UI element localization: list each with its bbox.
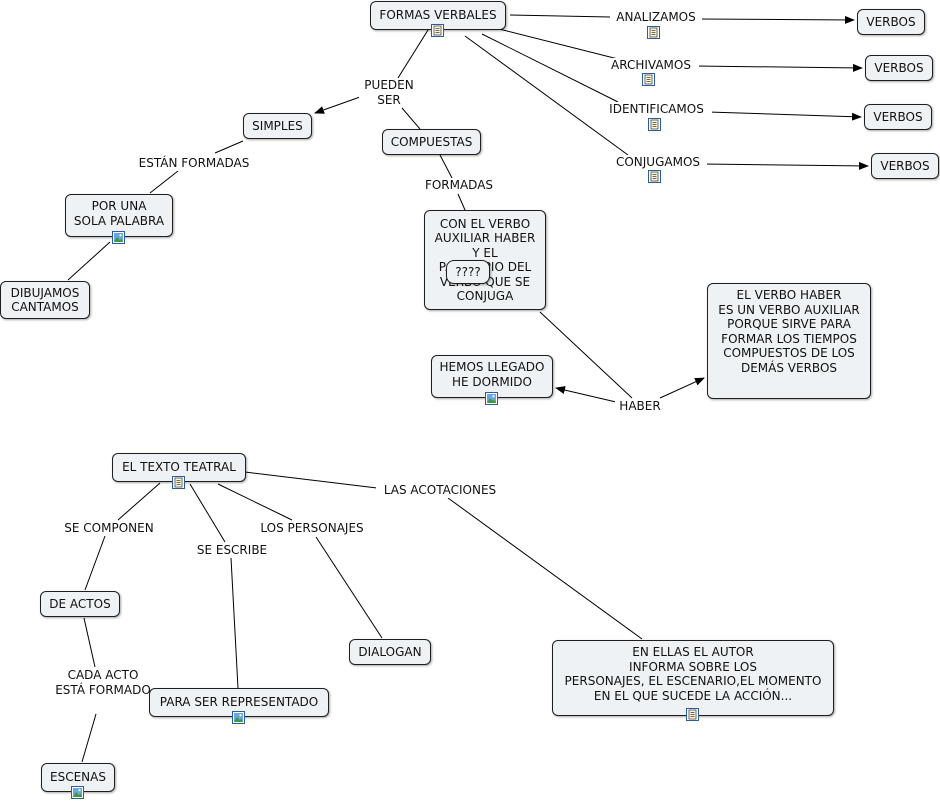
label-pueden-ser: PUEDEN SER xyxy=(359,78,419,107)
document-icon[interactable] xyxy=(686,708,699,721)
link-formadas-conelverbo xyxy=(457,193,466,211)
node-question-marks[interactable]: ???? xyxy=(446,260,490,284)
node-por-una-sola-palabra-text: POR UNA SOLA PALABRA xyxy=(73,199,165,228)
document-icon[interactable] xyxy=(172,476,185,489)
label-se-componen: SE COMPONEN xyxy=(59,521,159,536)
node-escenas-text: ESCENAS xyxy=(50,770,106,785)
document-icon[interactable] xyxy=(431,24,444,37)
link-cadaacto-escenas xyxy=(81,713,97,763)
node-simples-text: SIMPLES xyxy=(252,118,303,133)
link-porunasola-dibujamos xyxy=(67,241,111,281)
node-el-texto-teatral-text: EL TEXTO TEATRAL xyxy=(122,460,236,475)
link-formas-analizamos xyxy=(509,14,611,18)
link-formas-pueden xyxy=(397,29,429,79)
node-dibujamos-cantamos[interactable]: DIBUJAMOS CANTAMOS xyxy=(0,281,90,319)
link-deactos-cadaacto xyxy=(83,617,96,668)
link-haber-elverbohaber xyxy=(659,377,705,399)
label-identificamos: IDENTIFICAMOS xyxy=(601,102,712,117)
node-formas-verbales-text: FORMAS VERBALES xyxy=(379,8,497,23)
link-personajes-dialogan xyxy=(315,536,383,639)
link-conjugamos-verbos4 xyxy=(702,161,869,170)
node-simples[interactable]: SIMPLES xyxy=(243,113,312,139)
link-pueden-compuestas xyxy=(401,107,421,130)
label-conjugamos: CONJUGAMOS xyxy=(609,155,707,170)
label-se-escribe: SE ESCRIBE xyxy=(189,543,275,558)
image-icon[interactable] xyxy=(71,786,84,799)
node-dibujamos-cantamos-text: DIBUJAMOS CANTAMOS xyxy=(10,285,80,315)
node-de-actos[interactable]: DE ACTOS xyxy=(40,591,120,617)
link-estan-porunasola xyxy=(149,170,179,194)
node-verbos-3-text: VERBOS xyxy=(873,109,923,124)
link-pueden-simples xyxy=(314,96,361,114)
link-identificamos-verbos3 xyxy=(707,111,862,121)
label-haber: HABER xyxy=(615,399,665,414)
link-teatral-personajes xyxy=(217,483,293,521)
node-compuestas-text: COMPUESTAS xyxy=(390,134,473,149)
document-icon[interactable] xyxy=(648,118,661,131)
node-verbos-4[interactable]: VERBOS xyxy=(871,153,939,179)
label-los-personajes: LOS PERSONAJES xyxy=(253,521,371,536)
node-dialogan-text: DIALOGAN xyxy=(358,644,422,659)
link-formas-identificamos xyxy=(481,33,619,103)
link-formas-archivamos xyxy=(494,27,619,60)
node-en-ellas-el-autor[interactable]: EN ELLAS EL AUTOR INFORMA SOBRE LOS PERS… xyxy=(552,640,834,716)
node-verbos-2[interactable]: VERBOS xyxy=(865,55,933,81)
link-acotaciones-enellas xyxy=(447,497,643,640)
link-secomponen-deactos xyxy=(84,535,106,591)
image-icon[interactable] xyxy=(112,231,125,244)
link-analizamos-verbos1 xyxy=(697,15,855,24)
link-haber-hemos xyxy=(555,386,617,403)
node-hemos-llegado[interactable]: HEMOS LLEGADO HE DORMIDO xyxy=(431,355,553,398)
node-verbos-2-text: VERBOS xyxy=(874,60,924,75)
node-verbos-4-text: VERBOS xyxy=(880,158,930,173)
node-dialogan[interactable]: DIALOGAN xyxy=(349,639,431,665)
link-teatral-secomponen xyxy=(117,482,161,521)
label-formadas: FORMADAS xyxy=(420,178,498,193)
node-verbos-1-text: VERBOS xyxy=(866,14,916,29)
link-seescribe-paraser xyxy=(230,557,239,689)
node-de-actos-text: DE ACTOS xyxy=(49,596,111,611)
link-compuestas-formadas xyxy=(439,154,453,179)
node-verbos-1[interactable]: VERBOS xyxy=(857,9,925,35)
node-para-ser-representado-text: PARA SER REPRESENTADO xyxy=(159,695,319,710)
link-formas-conjugamos xyxy=(464,35,629,156)
label-archivamos: ARCHIVAMOS xyxy=(603,58,699,73)
link-conelverbo-haber xyxy=(539,311,633,399)
label-estan-formadas: ESTÁN FORMADAS xyxy=(133,156,255,171)
node-hemos-llegado-text: HEMOS LLEGADO HE DORMIDO xyxy=(439,360,545,389)
label-cada-acto: CADA ACTO ESTÁ FORMADO xyxy=(49,668,157,697)
node-en-ellas-el-autor-text: EN ELLAS EL AUTOR INFORMA SOBRE LOS PERS… xyxy=(564,645,822,703)
document-icon[interactable] xyxy=(648,170,661,183)
label-analizamos: ANALIZAMOS xyxy=(610,10,702,25)
label-las-acotaciones: LAS ACOTACIONES xyxy=(376,483,504,498)
node-compuestas[interactable]: COMPUESTAS xyxy=(382,129,481,155)
document-icon[interactable] xyxy=(647,26,660,39)
link-teatral-seescribe xyxy=(189,483,226,543)
node-el-verbo-haber[interactable]: EL VERBO HABER ES UN VERBO AUXILIAR PORQ… xyxy=(707,283,871,399)
node-question-marks-text: ???? xyxy=(455,264,481,279)
node-verbos-3[interactable]: VERBOS xyxy=(864,104,932,130)
link-simples-estan xyxy=(214,140,244,154)
link-teatral-acotaciones xyxy=(244,471,378,489)
document-icon[interactable] xyxy=(642,73,655,86)
node-el-verbo-haber-text: EL VERBO HABER ES UN VERBO AUXILIAR PORQ… xyxy=(718,288,860,375)
node-por-una-sola-palabra[interactable]: POR UNA SOLA PALABRA xyxy=(65,194,173,237)
image-icon[interactable] xyxy=(485,392,498,405)
link-archivamos-verbos2 xyxy=(694,63,863,72)
image-icon[interactable] xyxy=(232,711,245,724)
